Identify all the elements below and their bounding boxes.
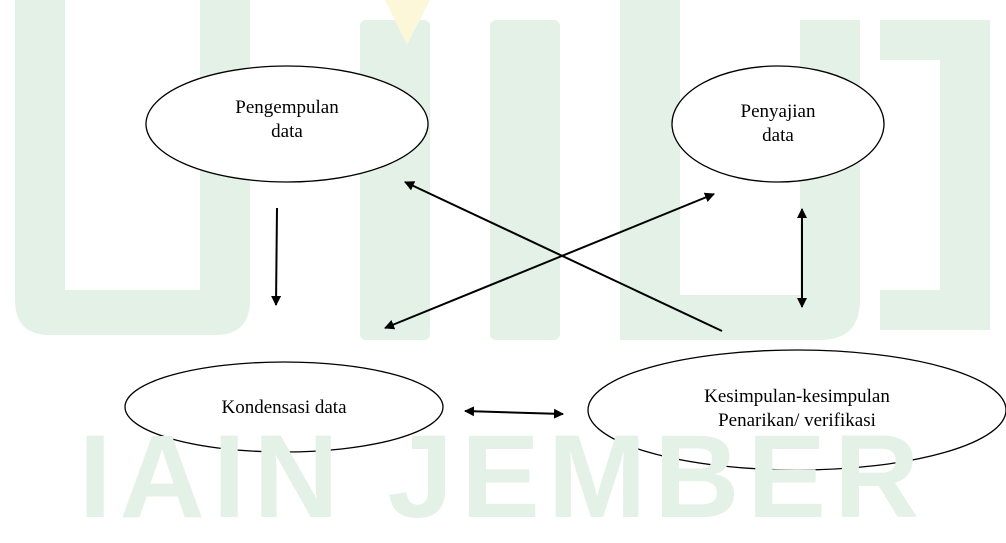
arrow-kondensasi-kesimpulan [464,406,564,419]
node-pengumpulan-label: Pengempulan data [187,96,387,144]
node-kesimpulan-label: Kesimpulan-kesimpulan Penarikan/ verifik… [662,385,932,433]
arrow-penyajian-kondensasi [384,192,715,330]
node-kondensasi-label: Kondensasi data [164,396,404,420]
watermark-text: IAIN JEMBER [78,411,928,543]
diagram-svg [15,0,1006,471]
node-pengumpulan-line1: Pengempulan [235,97,339,118]
arrow-pengumpulan-to-kondensasi [271,207,282,306]
diagram-canvas: IAIN JEMBER Pengempulan data Penyajian d… [15,0,1006,536]
node-penyajian-line1: Penyajian [740,101,816,122]
node-kondensasi-line1: Kondensasi data [221,397,347,418]
node-kesimpulan-ellipse [587,349,1006,471]
node-penyajian-label: Penyajian data [698,100,858,148]
node-kesimpulan-line2: Penarikan/ verifikasi [718,410,876,431]
node-kondensasi-ellipse [124,361,444,453]
node-penyajian-line2: data [762,125,794,146]
node-kesimpulan-line1: Kesimpulan-kesimpulan [704,386,890,407]
node-pengumpulan-ellipse [145,65,429,183]
node-pengumpulan-line2: data [271,121,303,142]
node-penyajian-ellipse [671,65,885,183]
